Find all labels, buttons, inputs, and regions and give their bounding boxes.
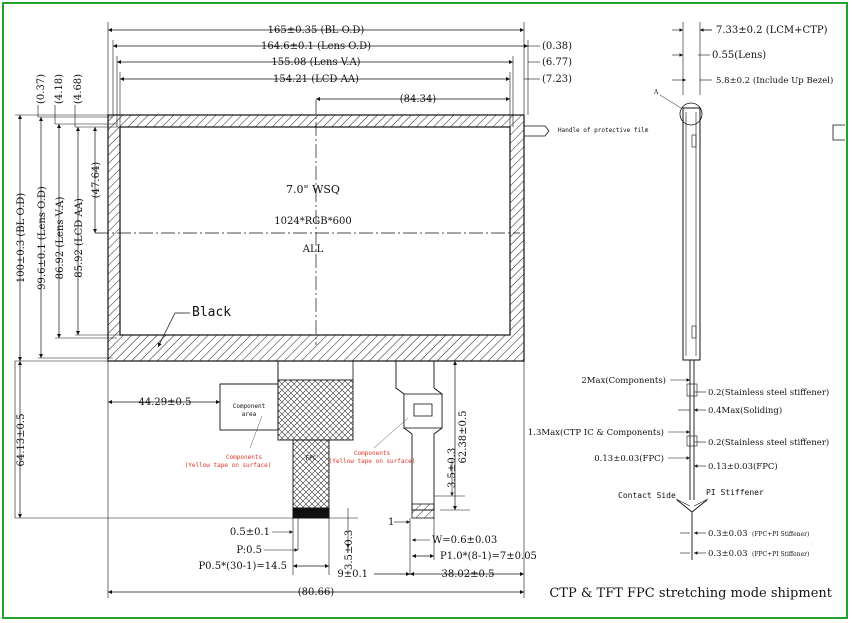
component-box-text-2: area — [242, 411, 257, 418]
detail-a-circle — [679, 102, 703, 126]
dim-fpc-right: 0.13±0.03(FPC) — [708, 461, 778, 472]
dim-offset-723: (7.23) — [542, 74, 572, 85]
dim-lcm-ctp: 7.33±0.2 (LCM+CTP) — [716, 25, 828, 36]
pi-stiffener-label: PI Stiffener — [706, 488, 764, 497]
component-box-text-1: Component — [233, 403, 266, 410]
dim-left-468: (4.68) — [73, 74, 84, 104]
protective-film-label: Handle of protective film — [558, 127, 649, 134]
side-view — [659, 22, 845, 560]
dim-ctp-ic: 1.3Max(CTP IC & Components) — [528, 427, 664, 438]
dim-fpc-pi-2: 0.3±0.03 — [708, 549, 748, 559]
components-note-right-sub: (Yellow tape on surface) — [329, 458, 416, 465]
dim-fpc-pi-1-note: (FPC+PI Stiffener) — [752, 531, 809, 538]
dim-total-width: (80.66) — [298, 587, 335, 598]
dim-soliding: 0.4Max(Soliding) — [708, 405, 782, 416]
front-view-labels: 165±0.35 (BL O.D) 164.6±0.1 (Lens O.D) 1… — [16, 25, 649, 598]
detail-a-marker: A — [653, 89, 659, 96]
dim-bezel-thickness: 5.8±0.2 (Include Up Bezel) — [716, 75, 833, 86]
dim-fpc-35-right: 3.5±0.3 — [447, 448, 458, 488]
dim-stiffener-1: 0.2(Stainless steel stiffener) — [708, 387, 829, 398]
dim-offset-038: (0.38) — [542, 41, 572, 52]
dim-left-037: (0.37) — [36, 74, 47, 104]
active-area — [119, 126, 511, 336]
dim-fpc-pitch: P0.5*(30-1)=14.5 — [198, 561, 287, 572]
dim-bl-od-height: 100±0.3 (BL O.D) — [16, 193, 27, 283]
dim-fpc-pi-1: 0.3±0.03 — [708, 529, 748, 539]
dim-lens-od-width: 164.6±0.1 (Lens O.D) — [261, 41, 371, 52]
dim-fpc-width: W=0.6±0.03 — [432, 535, 497, 546]
dim-fpc-left: 0.13±0.03(FPC) — [594, 453, 664, 464]
ctp-fpc-component — [413, 403, 433, 417]
dim-fpc-pi-2-note: (FPC+PI Stiffener) — [752, 551, 809, 558]
component-box — [219, 383, 279, 431]
dim-fpc-p05: P:0.5 — [236, 545, 262, 556]
protective-film-handle — [524, 125, 550, 137]
dim-fpc-9: 9±0.1 — [337, 569, 368, 580]
footer-caption: CTP & TFT FPC stretching mode shipment — [549, 586, 832, 601]
contact-side-label: Contact Side — [618, 491, 676, 500]
fpc-gold-fingers — [292, 507, 330, 519]
ctp-fpc-pins — [411, 503, 435, 519]
dim-fpc-p10: P1.0*(8-1)=7±0.05 — [440, 551, 537, 562]
dim-lcd-aa-width: 154.21 (LCD AA) — [273, 74, 359, 85]
fpc-wide-section — [277, 379, 354, 441]
dim-fpc-1: 1 — [388, 517, 394, 528]
dim-fpc-left-offset: 44.29±0.5 — [139, 397, 192, 408]
dim-total-height-left: 64.13±0.5 — [16, 414, 27, 467]
dim-bl-od-width: 165±0.35 (BL O.D) — [268, 25, 365, 36]
dim-fpc-38: 38.02±0.5 — [442, 569, 495, 580]
dim-left-418: (4.18) — [54, 74, 65, 104]
dim-lens-va-height: 86.92 (Lens V.A) — [55, 197, 66, 280]
dim-components-max: 2Max(Components) — [581, 375, 666, 386]
dim-center-height: (47.64) — [91, 162, 102, 199]
dim-lens-thickness: 0.55(Lens) — [712, 50, 766, 61]
screen-size-label: 7.0" WSQ — [286, 183, 340, 196]
dim-stiffener-2: 0.2(Stainless steel stiffener) — [708, 437, 829, 448]
all-label: ALL — [302, 244, 324, 255]
side-view-labels: 7.33±0.2 (LCM+CTP) 0.55(Lens) 5.8±0.2 (I… — [528, 25, 833, 601]
components-note-left-sub: (Yellow tape on surface) — [185, 462, 272, 469]
dim-lens-va-width: 155.08 (Lens V.A) — [271, 57, 360, 68]
dim-fpc-35-left: 3.5±0.3 — [344, 530, 355, 570]
components-note-right-title: Components — [354, 450, 391, 457]
resolution-label: 1024*RGB*600 — [274, 216, 351, 227]
components-note-left-title: Components — [226, 454, 263, 461]
dim-offset-677: (6.77) — [542, 57, 572, 68]
front-view — [14, 22, 550, 598]
dim-lcd-aa-height: 85.92 (LCD AA) — [74, 198, 85, 278]
dim-fpc-height-right: 62.38±0.5 — [458, 411, 469, 464]
black-label: Black — [192, 305, 231, 320]
dim-lens-od-height: 99.6±0.1 (Lens O.D) — [37, 186, 48, 290]
dim-fpc-05: 0.5±0.1 — [230, 527, 270, 538]
dim-center-width: (84.34) — [400, 94, 437, 105]
fpc-label: FPC — [306, 455, 317, 462]
fpc-narrow-section — [292, 439, 330, 509]
side-edge-tab — [832, 124, 845, 141]
